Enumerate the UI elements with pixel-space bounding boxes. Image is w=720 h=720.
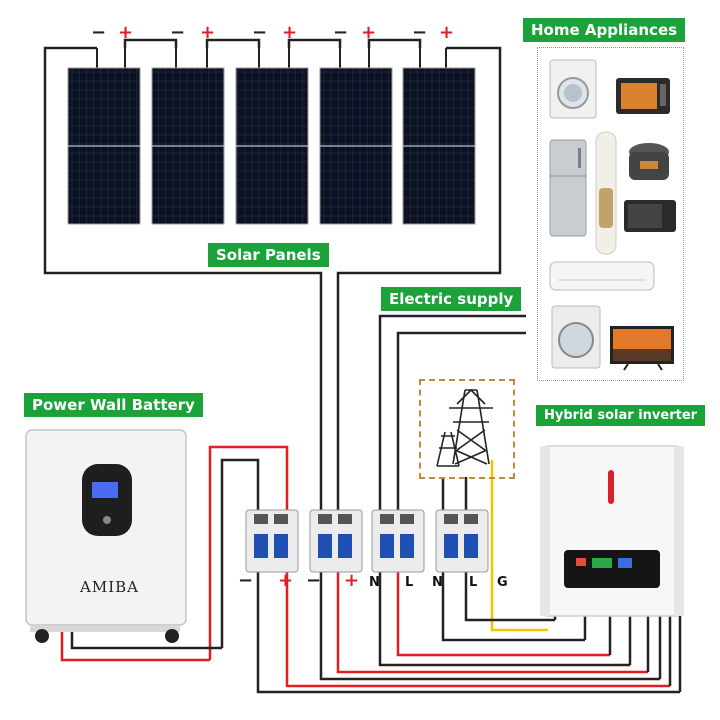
power-tower-icon: [436, 388, 493, 467]
hybrid-inverter-label: Hybrid solar inverter: [536, 405, 706, 426]
tv-icon: [610, 326, 674, 371]
array-positive-wire: [336, 46, 502, 515]
out-b1-pos: [285, 572, 670, 688]
panel-4-negative: −: [333, 22, 349, 43]
circuit-breaker-icon: [435, 509, 489, 573]
panel-link-3: [287, 38, 342, 48]
battery-icon: [25, 429, 187, 643]
solar-panels-label: Solar Panels: [208, 243, 329, 267]
oven-icon: [616, 78, 670, 114]
supply-wire-n: [378, 314, 526, 515]
panel-5-negative: −: [412, 22, 428, 43]
out-b4-n: [441, 572, 585, 642]
battery-plug-wires-pos: [60, 630, 210, 662]
air-conditioner-icon: [549, 261, 655, 291]
ground-wire: [490, 460, 548, 632]
circuit-breaker-icon: [371, 509, 425, 573]
washing-machine-icon: [549, 59, 597, 119]
battery-plug-wires-neg: [70, 630, 222, 650]
inverter-icon: [540, 445, 684, 617]
breaker-1-positive: +: [278, 570, 294, 591]
out-b4-l: [464, 572, 555, 622]
circuit-breaker-icon: [245, 509, 299, 573]
circuit-breaker-icon: [309, 509, 363, 573]
panel-4-positive: +: [361, 22, 377, 43]
refrigerator-icon: [549, 139, 587, 237]
solar-panel-icon: [319, 67, 393, 225]
breaker-3-neutral: N: [369, 575, 380, 590]
home-appliances-label: Home Appliances: [523, 18, 686, 42]
breaker-3-live: L: [405, 575, 414, 590]
panel-3-positive: +: [282, 22, 298, 43]
microwave-icon: [624, 200, 676, 232]
panel-3-negative: −: [252, 22, 268, 43]
battery-negative-wire: [220, 458, 260, 648]
out-b3-l: [396, 572, 610, 657]
solar-panel-icon: [235, 67, 309, 225]
appliances-illustration: [549, 59, 676, 371]
electric-supply-label: Electric supply: [381, 287, 522, 311]
breaker-1-negative: −: [238, 570, 254, 591]
panel-1-positive: +: [118, 22, 134, 43]
battery-brand: AMIBA: [80, 578, 139, 596]
panel-2-negative: −: [170, 22, 186, 43]
out-b2-pos: [336, 572, 648, 674]
home-appliances-panel: [537, 47, 684, 381]
breaker-4-ground: G: [497, 575, 508, 590]
out-b1-neg: [256, 572, 680, 694]
panel-2-positive: +: [200, 22, 216, 43]
panel-5-positive: +: [439, 22, 455, 43]
supply-wire-l: [396, 331, 526, 515]
battery-positive-wire: [208, 445, 289, 660]
solar-panel-icon: [402, 67, 476, 225]
breaker-2-negative: −: [306, 570, 322, 591]
air-conditioner-tower-icon: [595, 131, 617, 255]
out-b2-neg: [319, 572, 660, 681]
power-wall-battery-label: Power Wall Battery: [24, 393, 203, 417]
out-b3-n: [378, 572, 630, 667]
breaker-2-positive: +: [344, 570, 360, 591]
panel-1-negative: −: [91, 22, 107, 43]
rice-cooker-icon: [629, 143, 669, 180]
panel-link-2: [205, 38, 261, 48]
breaker-4-live: L: [469, 575, 478, 590]
breaker-4-neutral: N: [432, 575, 443, 590]
grid-connection-box: [419, 379, 515, 479]
array-negative-wire: [43, 46, 323, 515]
breaker-bank: [245, 509, 489, 573]
front-loader-icon: [551, 305, 601, 369]
panel-link-1: [123, 38, 178, 48]
panel-link-4: [367, 38, 422, 48]
solar-panel-icon: [67, 67, 141, 225]
solar-panel-array: [67, 67, 476, 225]
solar-panel-icon: [151, 67, 225, 225]
